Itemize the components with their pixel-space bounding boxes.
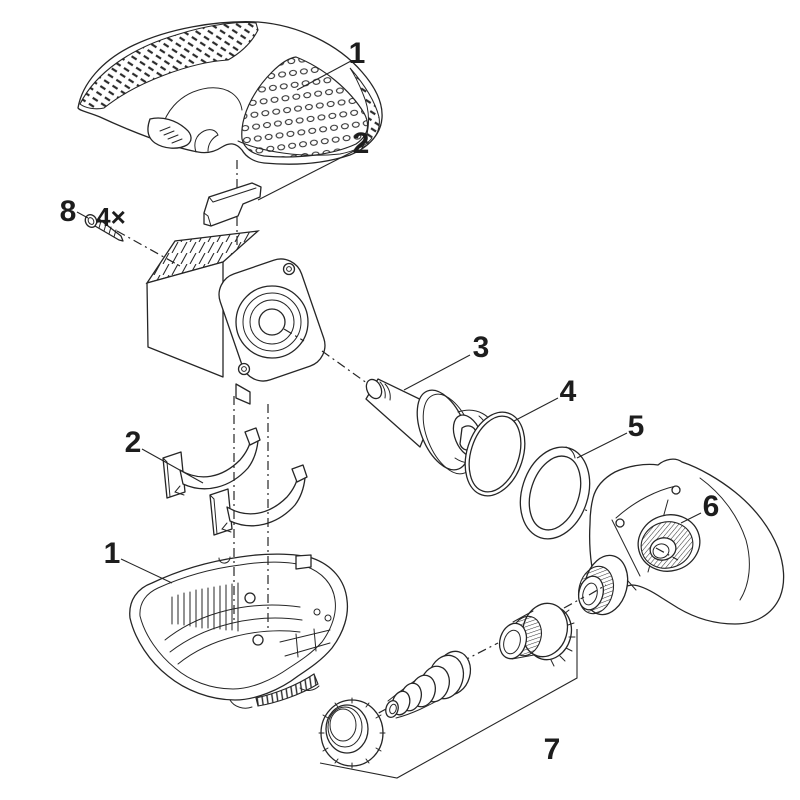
flange-screw-boss: [237, 362, 251, 376]
lower-clamp-b: [209, 464, 308, 536]
bottom-housing-part: [129, 553, 349, 709]
leader-2-top: [257, 150, 355, 201]
leader-6: [680, 512, 702, 524]
adapter-knurl: [550, 609, 576, 667]
axis-through-port: [655, 547, 679, 561]
screw-threads: [98, 220, 117, 238]
o-ring-part: [464, 411, 526, 497]
leader-4: [513, 397, 559, 422]
leader-3: [403, 354, 471, 391]
housing-rim-notch: [295, 554, 312, 570]
housing-boss: [252, 634, 264, 646]
axis-through-front-port: [588, 584, 607, 596]
lower-clamp-a: [162, 427, 261, 499]
callout-2-mid: 2: [125, 426, 142, 459]
leader-1-bottom: [120, 558, 173, 584]
coupling-nut-part: [318, 697, 386, 769]
motor-left-face: [146, 261, 224, 378]
cover-slot-band: [79, 21, 259, 110]
motor-foot: [235, 383, 251, 405]
callout-qty-4x: 4×: [96, 202, 126, 232]
union-adapter-part: [498, 602, 576, 667]
leader-5: [576, 432, 628, 459]
callout-5: 5: [628, 410, 645, 443]
callout-7: 7: [544, 733, 561, 766]
leader-8: [76, 211, 89, 219]
elbow-lug-hole: [671, 485, 681, 495]
outlet-elbow-part: [577, 458, 785, 625]
callout-2-top: 2: [353, 127, 370, 160]
leader-1-top: [296, 60, 352, 91]
rotor-part: [365, 378, 502, 475]
axis-adapter-to-elbow: [563, 596, 585, 609]
callout-6: 6: [703, 490, 720, 523]
top-cover-part: [77, 21, 383, 165]
housing-floor-ribs: [279, 608, 332, 658]
axis-through-flange: [283, 328, 305, 342]
screw-shank: [94, 218, 124, 242]
retaining-ring-part: [519, 446, 591, 540]
cover-perforated-face: [241, 56, 369, 158]
callout-leaders: [76, 60, 702, 584]
motor-body-part: [145, 230, 326, 405]
lower-clamps-part: [162, 427, 308, 536]
callout-labels: 1 2 8 4× 2 1 3 4 5 6 7: [60, 37, 720, 766]
callout-8: 8: [60, 195, 77, 228]
assembly-axis-vertical-lower: [233, 396, 269, 632]
upper-clamp-part: [203, 182, 262, 227]
callout-1-bottom: 1: [104, 537, 121, 570]
callout-1-top: 1: [349, 37, 366, 70]
leader-2-mid: [141, 448, 204, 484]
callout-7-bracket: [319, 629, 578, 779]
hose-tail-part: [385, 650, 472, 719]
housing-front-grille: [255, 673, 319, 707]
housing-boss: [244, 592, 256, 604]
cover-right-slot-band: [349, 67, 380, 150]
rotor-shaft-cap: [365, 378, 383, 400]
callout-3: 3: [473, 331, 490, 364]
cover-latch-grip: [159, 126, 183, 144]
hose-connection-set: [318, 596, 585, 779]
nut-knurl: [318, 697, 386, 769]
callout-4: 4: [560, 375, 577, 408]
housing-fins: [171, 582, 239, 632]
flange-screw-boss: [282, 262, 296, 276]
elbow-lug-hole: [615, 518, 625, 528]
